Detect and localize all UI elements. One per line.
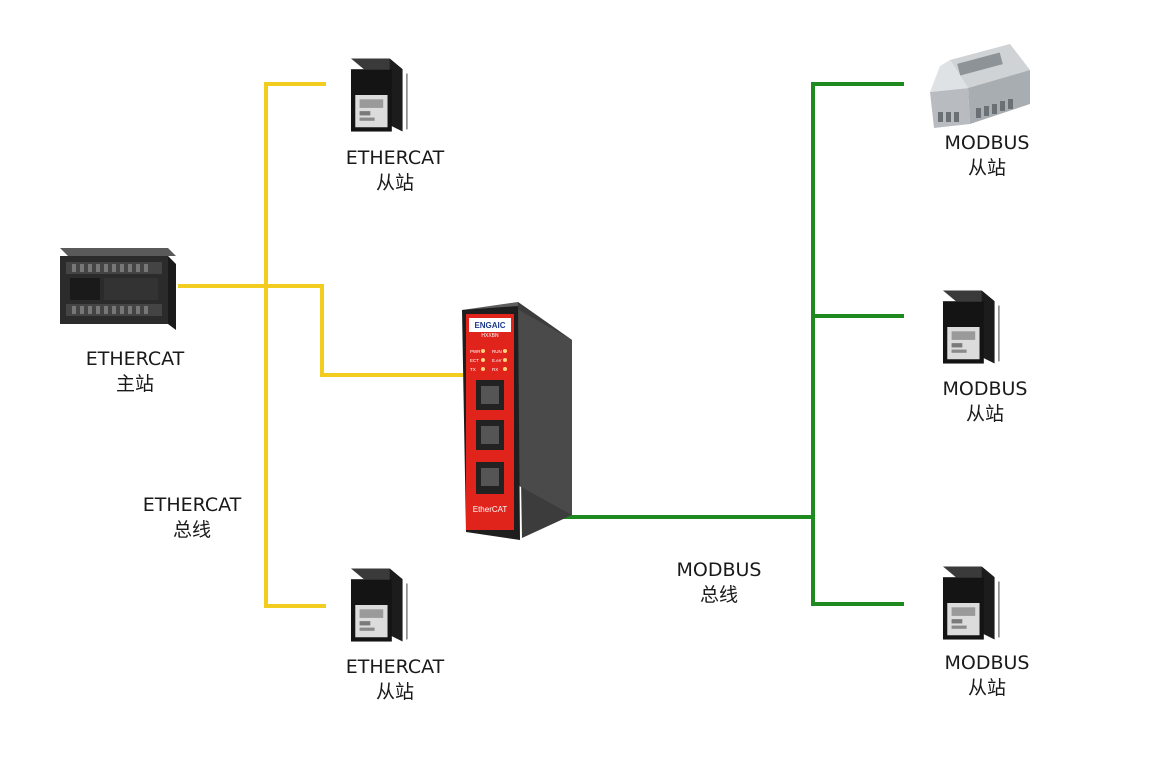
led-label: RX [492, 367, 498, 372]
led-label: RUN [492, 349, 502, 354]
modbus-bus-label: MODBUS 总线 [654, 558, 784, 608]
ethernet-port-icon [476, 462, 504, 494]
led-label: TX [470, 367, 476, 372]
label-line2: 从站 [967, 677, 1006, 699]
label-line2: 总线 [172, 519, 211, 541]
gateway-sub-brand: HXXBN [481, 333, 499, 339]
label-line2: 主站 [115, 373, 154, 395]
modbus-slave-top-label: MODBUS 从站 [922, 131, 1052, 181]
label-line2: 总线 [699, 584, 738, 606]
ethercat-bus-lines [178, 82, 464, 608]
gateway-brand: ENGAIC [474, 321, 505, 330]
label-line1: MODBUS [944, 652, 1030, 674]
modbus-bus-lines [548, 82, 904, 606]
ethercat-bus-label: ETHERCAT 总线 [127, 493, 257, 543]
servo-drive-icon [350, 567, 408, 643]
io-module-icon [930, 44, 1030, 128]
label-line2: 从站 [965, 403, 1004, 425]
label-line1: ETHERCAT [142, 494, 242, 516]
label-line1: MODBUS [944, 132, 1030, 154]
label-line2: 从站 [375, 681, 414, 703]
label-line1: ETHERCAT [85, 348, 185, 370]
ethercat-master-label: ETHERCAT 主站 [70, 347, 200, 397]
led-label: E.err [492, 358, 502, 363]
ethercat-slave-bottom-label: ETHERCAT 从站 [330, 655, 460, 705]
servo-drive-icon [942, 289, 1000, 365]
servo-drive-icon [942, 565, 1000, 641]
ethernet-port-icon [476, 380, 504, 410]
label-line2: 从站 [375, 172, 414, 194]
modbus-slave-middle-label: MODBUS 从站 [920, 377, 1050, 427]
label-line2: 从站 [967, 157, 1006, 179]
plc-controller-icon [60, 248, 176, 330]
ethernet-port-icon [476, 420, 504, 450]
led-label: ECT [470, 358, 479, 363]
label-line1: ETHERCAT [345, 656, 445, 678]
gateway-device-icon: ENGAIC HXXBN PWR RUN ECT E.err TX RX [462, 302, 572, 540]
servo-drive-icon [350, 57, 408, 133]
label-line1: MODBUS [676, 559, 762, 581]
label-line1: MODBUS [942, 378, 1028, 400]
gateway-product-label: EtherCAT [473, 505, 508, 514]
status-led-icons [481, 349, 507, 371]
ethercat-slave-top-label: ETHERCAT 从站 [330, 146, 460, 196]
label-line1: ETHERCAT [345, 147, 445, 169]
modbus-slave-bottom-label: MODBUS 从站 [922, 651, 1052, 701]
led-label: PWR [470, 349, 481, 354]
